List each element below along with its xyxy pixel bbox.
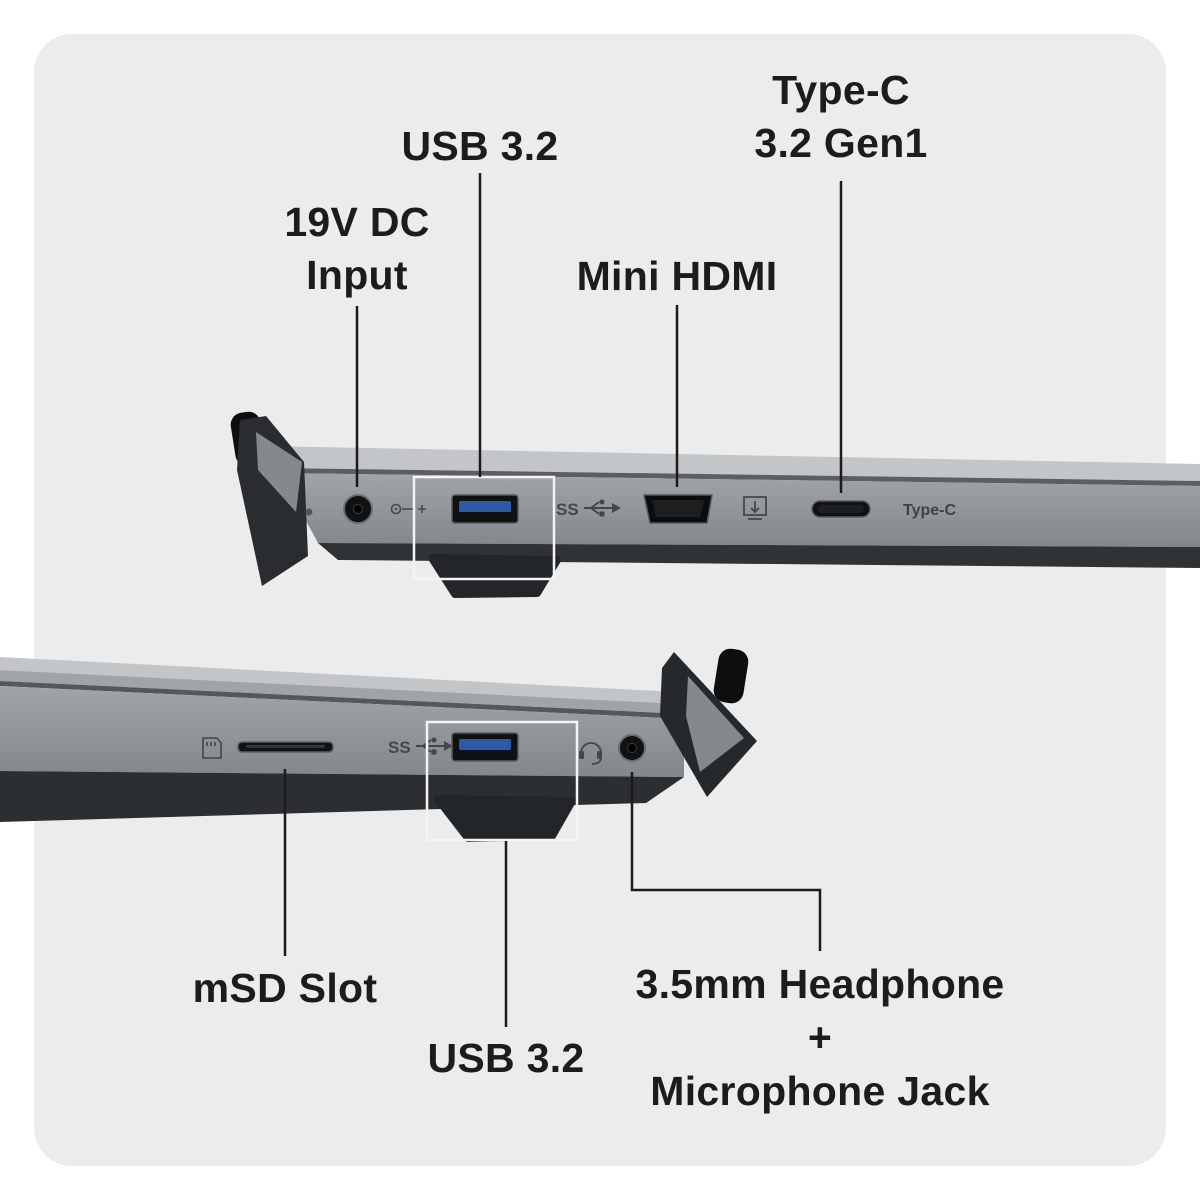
callout-line-audio-jack xyxy=(630,772,822,951)
port-mini-hdmi xyxy=(643,494,713,524)
label-usb-top: USB 3.2 xyxy=(401,123,559,169)
gray-background-panel xyxy=(34,34,1166,1166)
laptop-top-foot xyxy=(428,554,561,598)
port-usb-type-c xyxy=(811,500,871,518)
laptop-top-corner-facet xyxy=(256,432,302,512)
reset-hole xyxy=(305,508,313,516)
usb-ss-text-bottom: SS xyxy=(388,738,411,757)
usb-ss-text-top: SS xyxy=(556,500,579,519)
label-type-c: Type-C 3.2 Gen1 xyxy=(754,67,928,167)
laptop-top-corner-wedge xyxy=(237,416,308,586)
display-output-icon xyxy=(743,496,767,520)
callout-lines xyxy=(283,173,843,1027)
usb-highlight-bracket-top xyxy=(412,475,556,581)
label-usb-bottom: USB 3.2 xyxy=(427,1035,585,1081)
label-msd-slot: mSD Slot xyxy=(192,965,378,1011)
port-audio-jack xyxy=(618,734,646,762)
headset-icon xyxy=(579,742,602,765)
microsd-card-icon xyxy=(202,737,222,759)
port-usb-a-bottom xyxy=(451,732,519,762)
label-mini-hdmi: Mini HDMI xyxy=(576,253,778,299)
type-c-print: Type-C xyxy=(903,502,956,519)
laptop-bottom-hinge-cap xyxy=(713,648,749,704)
laptop-top-seam xyxy=(276,468,1200,486)
laptop-bottom-foot xyxy=(434,795,576,842)
port-usb-a-top xyxy=(451,494,519,524)
laptop-top-body xyxy=(280,473,1200,547)
usb-highlight-bracket-bottom xyxy=(425,720,579,842)
laptop-top-lid-edge xyxy=(262,446,1200,481)
laptop-bottom-bottom xyxy=(0,771,684,822)
laptop-bottom-deck-edge xyxy=(0,670,684,714)
dc-polarity-icon xyxy=(390,503,426,515)
laptop-side-view-bottom: SS xyxy=(0,648,757,842)
laptop-bottom-lid-edge xyxy=(0,657,682,704)
label-dc-input: 19V DC Input xyxy=(284,199,430,299)
laptop-bottom-corner-facet xyxy=(686,676,744,772)
laptop-bottom-seam xyxy=(0,681,684,719)
usb-superspeed-icon: SS xyxy=(556,498,622,519)
label-audio-jack: 3.5mm Headphone + Microphone Jack xyxy=(635,961,1005,1114)
port-dc-jack xyxy=(343,494,373,524)
usb-superspeed-icon: SS xyxy=(388,736,454,757)
port-msd-slot xyxy=(237,741,334,753)
laptop-side-view-top: SS Type-C xyxy=(230,411,1200,598)
